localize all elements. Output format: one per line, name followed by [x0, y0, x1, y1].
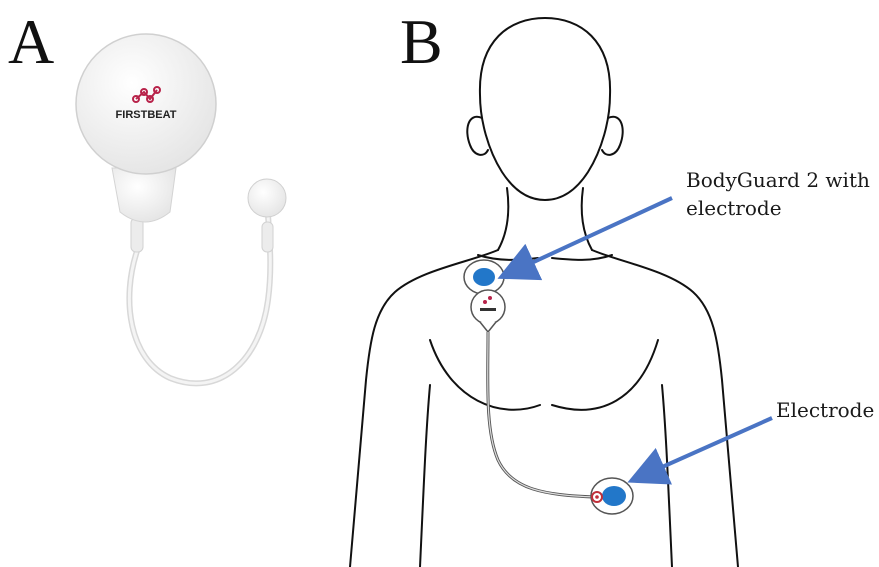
lower-electrode	[591, 478, 633, 514]
lower-electrode-pad	[602, 486, 626, 506]
chest-outline	[430, 340, 540, 410]
device-neck	[112, 168, 176, 222]
arrow-to-bodyguard	[512, 198, 672, 272]
head-outline	[480, 18, 610, 200]
electrode-cable	[488, 332, 595, 497]
electrode-callout: Electrode	[776, 396, 874, 424]
arrow-to-electrode	[642, 418, 772, 476]
panel-a-device: FIRSTBEAT	[76, 34, 286, 383]
bodyguard-callout-line2: electrode	[686, 194, 870, 222]
device-body	[76, 34, 216, 174]
upper-electrode-pad	[473, 268, 495, 286]
panel-a-label: A	[8, 10, 54, 74]
torso-right-outline	[592, 250, 738, 567]
device-logo-text: FIRSTBEAT	[116, 109, 177, 121]
bodyguard-callout: BodyGuard 2 with electrode	[686, 166, 870, 222]
device-cable	[129, 215, 270, 383]
neck-outline	[498, 188, 508, 250]
bodyguard-callout-line1: BodyGuard 2 with	[686, 166, 870, 194]
device-snap-connector	[248, 179, 286, 217]
bodyguard-device	[464, 260, 505, 332]
device-strain-relief	[131, 218, 143, 252]
panel-b-label: B	[400, 10, 443, 74]
panel-b-body-outline	[350, 18, 738, 567]
